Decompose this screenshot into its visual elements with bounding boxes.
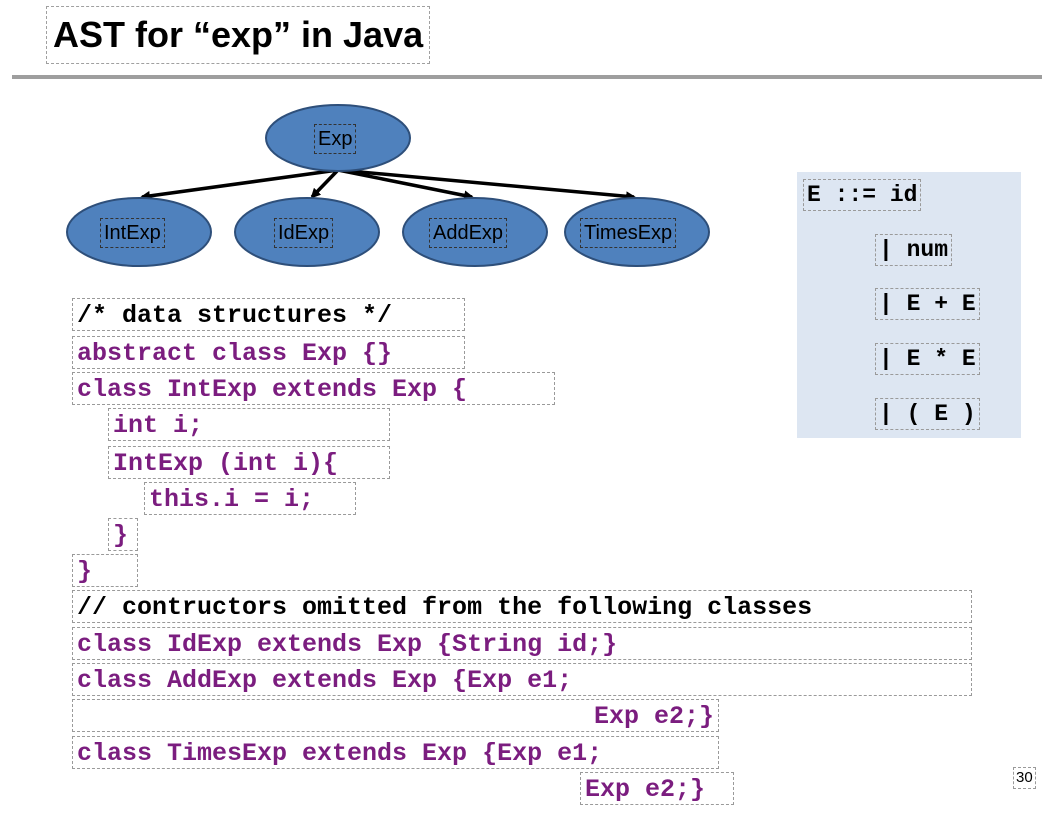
page-number: 30 — [1013, 767, 1036, 789]
grammar-line: | ( E ) — [875, 398, 980, 430]
node-addexp-shape — [402, 197, 548, 267]
grammar-panel: E ::= id | num | E + E | E * E | ( E ) — [797, 172, 1021, 438]
node-idexp-label: IdExp — [274, 218, 334, 248]
title-divider — [12, 75, 1042, 79]
code-line-timesexp-e2: Exp e2;} — [580, 772, 734, 805]
code-line-close-class: } — [72, 554, 138, 587]
edge-exp-intexp — [140, 168, 339, 201]
code-line-intexp-class: class IntExp extends Exp { — [72, 372, 555, 405]
grammar-line: | E * E — [875, 343, 980, 375]
node-exp-label: Exp — [314, 124, 357, 154]
node-exp-shape — [265, 104, 411, 172]
node-timesexp-label: TimesExp — [580, 218, 677, 248]
code-line-abstract-class: abstract class Exp {} — [72, 336, 465, 369]
grammar-line: | num — [875, 234, 953, 266]
grammar-line: | E + E — [875, 288, 980, 320]
node-idexp-shape — [234, 197, 380, 267]
edge-exp-idexp — [310, 168, 340, 199]
code-line-close-constructor: } — [108, 518, 138, 551]
code-line-int-field: int i; — [108, 408, 390, 441]
code-line-addexp-class: class AddExp extends Exp {Exp e1; — [72, 663, 972, 696]
grammar-line: E ::= id — [803, 179, 922, 211]
node-intexp-label: IntExp — [100, 218, 165, 248]
code-line-timesexp-class: class TimesExp extends Exp {Exp e1; — [72, 736, 719, 769]
code-line-intexp-constructor: IntExp (int i){ — [108, 446, 390, 479]
code-line-comment: /* data structures */ — [72, 298, 465, 331]
node-addexp-label: AddExp — [429, 218, 508, 248]
edge-exp-timesexp — [337, 168, 636, 202]
code-line-idexp-class: class IdExp extends Exp {String id;} — [72, 627, 972, 660]
code-line-this-assign: this.i = i; — [144, 482, 356, 515]
node-timesexp-shape — [564, 197, 710, 267]
ast-tree-diagram — [66, 104, 710, 267]
code-line-constructor-comment: // contructors omitted from the followin… — [72, 590, 972, 623]
code-line-addexp-e2: Exp e2;} — [72, 699, 719, 732]
slide-title: AST for “exp” in Java — [46, 6, 431, 64]
node-intexp-shape — [66, 197, 212, 267]
edge-exp-addexp — [337, 168, 474, 201]
